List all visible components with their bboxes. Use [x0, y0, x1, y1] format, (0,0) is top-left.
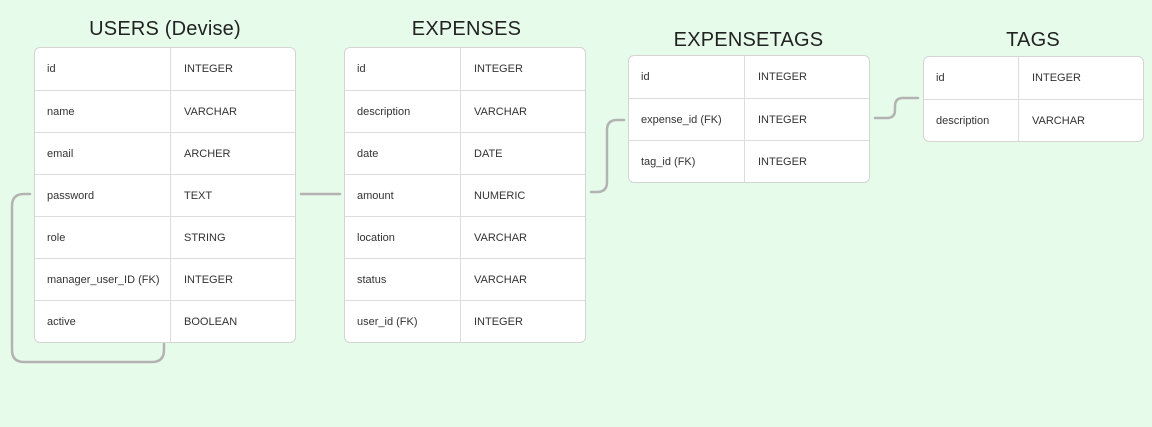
connector-expenses-expensetags: [589, 118, 626, 194]
field-type: INTEGER: [758, 113, 807, 126]
field-name: tag_id (FK): [629, 141, 745, 182]
field-name: status: [345, 259, 461, 300]
field-type: INTEGER: [474, 63, 523, 75]
field-name: id: [35, 48, 171, 90]
table-row: email ARCHER: [35, 132, 295, 174]
field-type: STRING: [184, 231, 226, 244]
field-type: BOOLEAN: [184, 315, 238, 328]
field-name: id: [924, 57, 1019, 99]
tags-table-title: TAGS: [1006, 29, 1060, 51]
users-table-title: USERS (Devise): [89, 18, 241, 40]
expenses-table: id INTEGER description VARCHAR date DATE…: [344, 47, 586, 343]
field-type: VARCHAR: [184, 105, 237, 118]
expenses-table-title: EXPENSES: [411, 18, 522, 40]
expensetags-table-title: EXPENSETAGS: [673, 29, 824, 51]
field-name: location: [345, 217, 461, 258]
table-row: password TEXT: [35, 174, 295, 216]
table-row: description VARCHAR: [345, 90, 585, 132]
field-type: INTEGER: [758, 71, 807, 83]
table-row: date DATE: [345, 132, 585, 174]
field-type: ARCHER: [184, 147, 231, 160]
field-name: email: [35, 133, 171, 174]
field-name: amount: [345, 175, 461, 216]
field-name: id: [345, 48, 461, 90]
table-row: manager_user_ID (FK) INTEGER: [35, 258, 295, 300]
connector-users-self: [10, 192, 166, 364]
field-name: role: [35, 217, 171, 258]
expensetags-table: id INTEGER expense_id (FK) INTEGER tag_i…: [628, 55, 870, 183]
connector-expensetags-tags: [873, 96, 920, 120]
table-row: description VARCHAR: [924, 99, 1143, 141]
field-type: INTEGER: [184, 63, 233, 75]
field-name: date: [345, 133, 461, 174]
field-type: VARCHAR: [1032, 114, 1085, 127]
field-name: expense_id (FK): [629, 99, 745, 140]
field-name: active: [35, 301, 171, 342]
field-type: VARCHAR: [474, 231, 527, 244]
table-row: expense_id (FK) INTEGER: [629, 98, 869, 140]
table-row: user_id (FK) INTEGER: [345, 300, 585, 342]
table-row: amount NUMERIC: [345, 174, 585, 216]
field-type: DATE: [474, 147, 503, 160]
field-name: id: [629, 56, 745, 98]
field-name: description: [345, 91, 461, 132]
field-name: user_id (FK): [345, 301, 461, 342]
table-row: id INTEGER: [35, 48, 295, 90]
field-type: VARCHAR: [474, 273, 527, 286]
field-type: INTEGER: [184, 273, 233, 286]
field-type: INTEGER: [474, 315, 523, 328]
field-name: description: [924, 100, 1019, 141]
field-type: INTEGER: [1032, 72, 1081, 84]
field-type: TEXT: [184, 189, 213, 202]
table-row: status VARCHAR: [345, 258, 585, 300]
field-name: name: [35, 91, 171, 132]
field-type: NUMERIC: [474, 189, 526, 202]
table-row: name VARCHAR: [35, 90, 295, 132]
table-row: id INTEGER: [629, 56, 869, 98]
field-name: manager_user_ID (FK): [35, 259, 171, 300]
field-type: INTEGER: [758, 155, 807, 168]
field-name: password: [35, 175, 171, 216]
field-type: VARCHAR: [474, 105, 527, 118]
table-row: active BOOLEAN: [35, 300, 295, 342]
table-row: role STRING: [35, 216, 295, 258]
table-row: tag_id (FK) INTEGER: [629, 140, 869, 182]
table-row: location VARCHAR: [345, 216, 585, 258]
table-row: id INTEGER: [924, 57, 1143, 99]
users-table: id INTEGER name VARCHAR email ARCHER pas…: [34, 47, 296, 343]
table-row: id INTEGER: [345, 48, 585, 90]
tags-table: id INTEGER description VARCHAR: [923, 56, 1144, 142]
